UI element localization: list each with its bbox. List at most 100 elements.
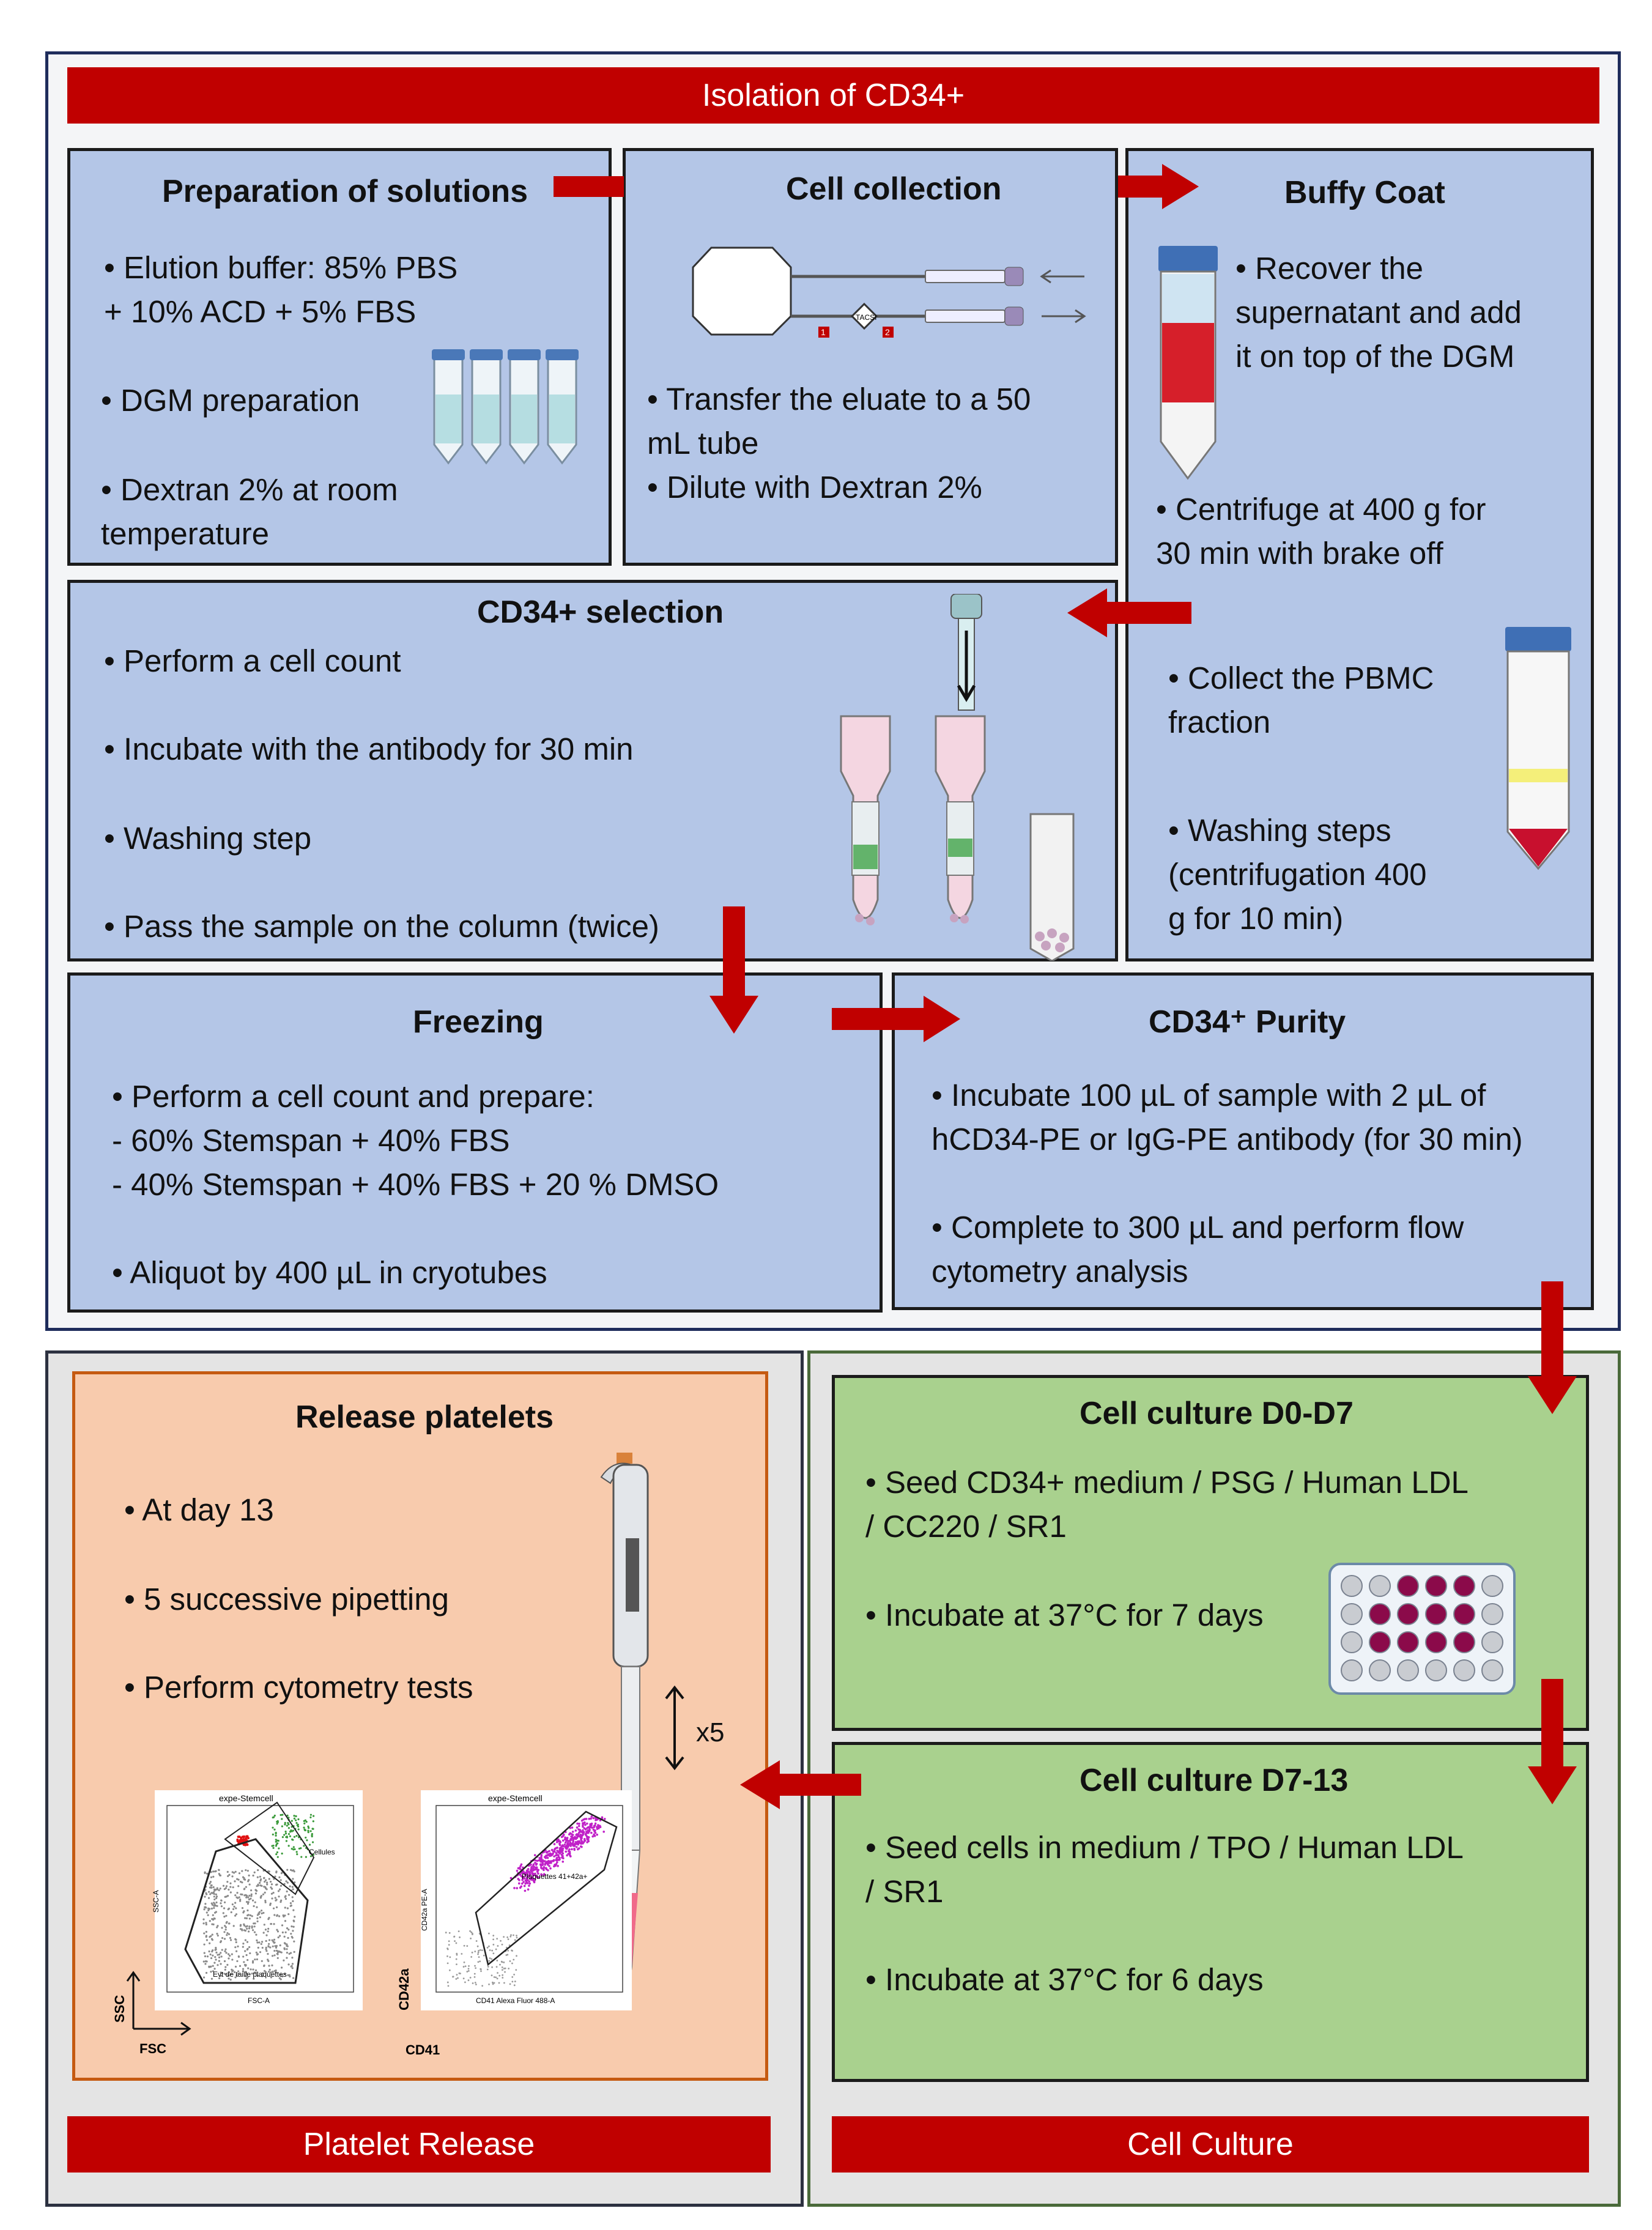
plot2-event-dot [538, 1859, 541, 1862]
well [1341, 1631, 1363, 1653]
plot1-event-dot [249, 1952, 251, 1955]
plot2-bg-dot [511, 1962, 513, 1965]
plot2-bg-dot [454, 1940, 456, 1943]
plot1-event-dot [242, 1911, 245, 1914]
plot2-event-dot [518, 1873, 521, 1876]
plot1-event-dot [251, 1925, 253, 1928]
plot2-event-dot [561, 1861, 565, 1863]
plot1-event-dot [248, 1883, 251, 1886]
plot1-event-dot [248, 1898, 251, 1901]
plot1-event-dot [210, 1871, 212, 1873]
plot2-bg-dot [498, 1982, 500, 1984]
plot2-bg-dot [488, 1960, 491, 1962]
plot2-bg-dot [480, 1970, 482, 1973]
plot2-event-dot [547, 1853, 550, 1856]
collection-panel: Cell collection TACSI 1 2 • Transfer the… [623, 148, 1118, 566]
plot1-event-dot [275, 1870, 278, 1873]
plot2-bg-dot [495, 1948, 497, 1950]
plot1-event-dot [250, 1889, 253, 1892]
plot1-event-dot [224, 1895, 226, 1898]
plot2-event-dot [546, 1851, 548, 1854]
plot2-event-dot [530, 1867, 533, 1870]
well [1397, 1659, 1419, 1681]
plot1-event-dot [271, 1964, 273, 1966]
plot1-event-dot [241, 1893, 243, 1896]
plot1-event-dot [226, 1932, 229, 1935]
plot2-event-dot [580, 1840, 583, 1843]
plot1-event-dot [279, 1935, 281, 1937]
plot2-event-dot [566, 1845, 569, 1848]
plot2-bg-dot [491, 1974, 493, 1977]
plot1-event-dot [209, 1886, 212, 1889]
plot1-event-dot [283, 1883, 286, 1885]
plot2-event-dot [565, 1850, 568, 1853]
plot2-bg-dot [516, 1935, 517, 1937]
plot1-cell-dot [275, 1840, 277, 1843]
plot1-event-dot [211, 1917, 213, 1921]
plot1-event-dot [234, 1946, 237, 1949]
plot2-bg-dot [467, 1968, 470, 1970]
plot1-event-dot [207, 1897, 210, 1899]
plot1-event-dot [213, 1961, 216, 1964]
plot1-event-dot [273, 1954, 276, 1957]
plot1-red-dot [236, 1838, 239, 1841]
plot2-event-dot [580, 1842, 582, 1845]
plot1-event-dot [270, 1976, 273, 1979]
plot1-event-dot [289, 1905, 292, 1907]
plot2-event-dot [576, 1846, 578, 1848]
well [1453, 1631, 1475, 1653]
plot1-cell-dot [287, 1821, 289, 1824]
culture-d7-bullet-incubate: • Incubate at 37°C for 6 days [865, 1962, 1264, 1997]
plot1-event-dot [239, 1898, 242, 1901]
plot2-bg-dot [500, 1960, 503, 1963]
plot1-event-dot [251, 1929, 254, 1932]
plot1-event-dot [203, 1952, 206, 1954]
plot2-event-dot [590, 1815, 593, 1818]
plot2-event-dot [523, 1877, 526, 1880]
well [1425, 1603, 1447, 1625]
plot1-event-dot [259, 1884, 262, 1887]
plot1-event-dot [225, 1885, 228, 1887]
plot1-event-dot [244, 1917, 246, 1919]
plot1-cell-dot [291, 1848, 293, 1850]
plot2-bg-dot [492, 1952, 495, 1955]
plot2-bg-dot [472, 1982, 474, 1984]
plot2-bg-dot [467, 1979, 470, 1982]
plot1-event-dot [231, 1958, 234, 1961]
plot1-event-dot [234, 1894, 237, 1897]
plot1-event-dot [218, 1956, 221, 1958]
plot2-bg-dot [473, 1976, 476, 1978]
plot1-event-dot [230, 1973, 232, 1976]
plot2-event-dot [523, 1872, 525, 1875]
prep-bullet-dextran: • Dextran 2% at room temperature [101, 472, 398, 551]
plot1-event-dot [228, 1922, 230, 1925]
plot2-event-dot [537, 1872, 539, 1875]
plot1-event-dot [284, 1906, 286, 1909]
plot2-event-dot [530, 1865, 533, 1869]
collection-bullet-dilute: • Dilute with Dextran 2% [647, 470, 982, 505]
plot1-event-dot [258, 1941, 261, 1944]
plot2-bg-dot [449, 1956, 451, 1958]
plot2-event-dot [593, 1830, 596, 1833]
plot1-red-dot [243, 1839, 246, 1842]
plot1-event-dot [215, 1951, 218, 1954]
plot2-event-dot [577, 1834, 580, 1837]
plot1-event-dot [202, 1976, 206, 1979]
plot2-bg-dot [503, 1961, 505, 1963]
plot2-event-dot [577, 1824, 580, 1828]
well [1425, 1659, 1447, 1681]
plot2-bg-dot [463, 1944, 465, 1947]
plot1-event-dot [215, 1947, 217, 1949]
plot2-event-dot [579, 1829, 582, 1832]
plot1-event-dot [258, 1911, 261, 1913]
plot1-cell-dot [273, 1828, 276, 1831]
plot1-event-dot [223, 1907, 226, 1910]
plot1-event-dot [271, 1887, 273, 1890]
plot2-bg-dot [496, 1977, 498, 1980]
plot1-event-dot [246, 1958, 249, 1961]
plot1-event-dot [247, 1914, 250, 1916]
plot2-event-dot [566, 1847, 568, 1850]
freezing-item-40: - 40% Stemspan + 40% FBS + 20 % DMSO [112, 1167, 719, 1202]
plot1-event-dot [206, 1893, 208, 1895]
plot1-event-dot [267, 1930, 269, 1933]
